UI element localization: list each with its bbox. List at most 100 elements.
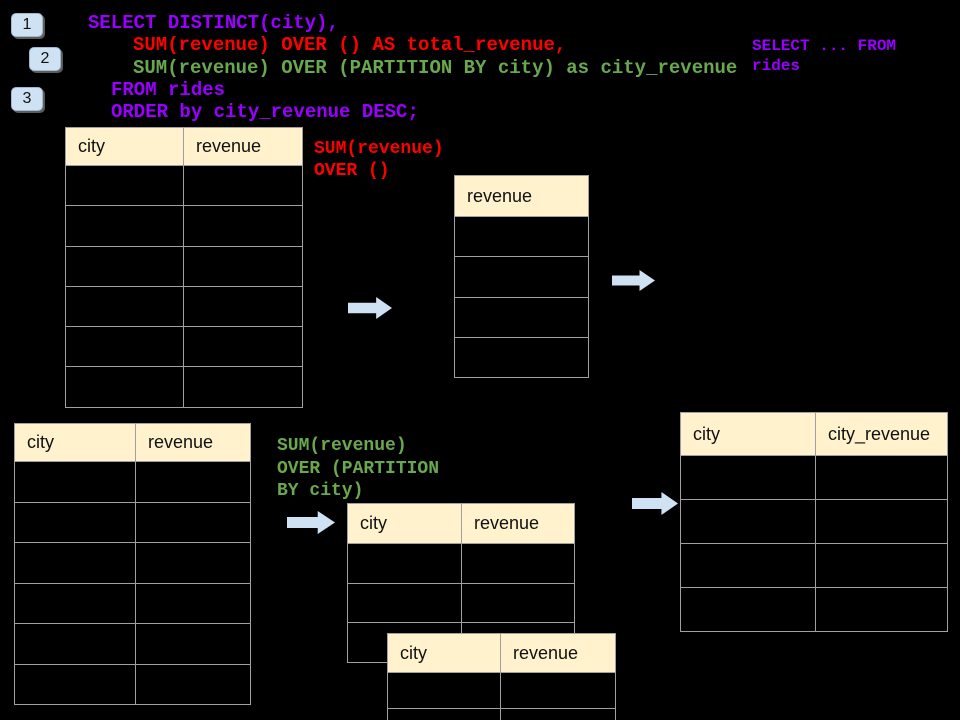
empty-data-cell	[135, 582, 251, 624]
table-body-row	[347, 582, 575, 624]
table-header-row: revenue	[454, 175, 589, 217]
step-badge: 3	[11, 87, 43, 111]
empty-data-cell	[135, 663, 251, 705]
table-header-cell: revenue	[454, 175, 589, 217]
flow-arrow-4-right-arrow-icon	[632, 492, 678, 515]
city-revenue-result-table: city city_revenue	[680, 412, 948, 632]
table-body-row	[65, 165, 303, 207]
table-body-row	[680, 499, 948, 544]
sql-code-line: FROM rides	[111, 78, 226, 101]
empty-data-cell	[454, 216, 589, 258]
total-revenue-input-table: revenue	[454, 175, 589, 379]
column-header-label: city	[693, 423, 720, 444]
column-header-label: city	[360, 513, 387, 533]
empty-data-cell	[183, 326, 303, 368]
empty-data-cell	[14, 663, 136, 705]
column-header-label: city	[78, 136, 105, 156]
table-body-row	[14, 582, 251, 624]
table-body-row	[14, 461, 251, 503]
source-table-top: city revenue	[65, 127, 303, 408]
table-body-row	[14, 623, 251, 665]
column-header-label: city_revenue	[828, 423, 931, 444]
step-badge-number: 3	[22, 90, 32, 107]
table-body-row	[65, 205, 303, 247]
table-body-row	[387, 672, 616, 709]
table-body-row	[65, 245, 303, 287]
empty-data-cell	[680, 455, 816, 500]
table-header-row: city revenue	[347, 503, 575, 544]
table-body-row	[680, 543, 948, 588]
table-header-cell: city	[14, 423, 136, 462]
table-body-row	[454, 336, 589, 379]
empty-data-cell	[183, 165, 303, 207]
empty-data-cell	[14, 582, 136, 624]
empty-data-cell	[454, 336, 589, 379]
table-body-row	[14, 542, 251, 584]
step-badge: 2	[29, 47, 61, 71]
table-header-cell: city	[387, 633, 501, 673]
table-body-row	[14, 501, 251, 543]
table-header-row: city city_revenue	[680, 412, 948, 456]
column-header-label: city	[400, 642, 427, 663]
empty-data-cell	[14, 542, 136, 584]
empty-data-cell	[815, 499, 948, 544]
empty-data-cell	[815, 543, 948, 588]
table-header-row: city revenue	[387, 633, 616, 673]
empty-data-cell	[14, 501, 136, 543]
window-function-label-line: SUM(revenue)	[314, 139, 444, 159]
empty-data-cell	[183, 366, 303, 408]
window-function-label-line: SUM(revenue)	[277, 436, 407, 456]
column-header-label: revenue	[513, 642, 579, 663]
empty-data-cell	[135, 623, 251, 665]
table-header-cell: city	[680, 412, 816, 456]
source-table-bottom: city revenue	[14, 423, 251, 705]
table-header-cell: revenue	[135, 423, 251, 462]
table-body-row	[454, 256, 589, 298]
empty-data-cell	[65, 326, 184, 368]
partition-table-front: city revenue	[387, 633, 616, 720]
empty-data-cell	[680, 499, 816, 544]
column-header-label: revenue	[148, 432, 214, 452]
empty-data-cell	[65, 366, 184, 408]
table-header-cell: revenue	[461, 503, 575, 544]
sql-code-line: SUM(revenue) OVER () AS total_revenue,	[133, 34, 567, 57]
side-note-line: rides	[752, 56, 801, 75]
table-body-row	[454, 216, 589, 258]
sql-code-line: ORDER by city_revenue DESC;	[111, 101, 419, 124]
table-body-row	[347, 543, 575, 584]
empty-data-cell	[500, 708, 616, 720]
table-header-cell: revenue	[183, 127, 303, 166]
empty-data-cell	[680, 587, 816, 632]
table-body-row	[65, 326, 303, 368]
table-body-row	[454, 296, 589, 338]
table-header-row: city revenue	[65, 127, 303, 166]
sql-code-line: SELECT DISTINCT(city),	[88, 12, 339, 34]
table-header-row: city revenue	[14, 423, 251, 462]
empty-data-cell	[454, 256, 589, 298]
empty-data-cell	[347, 543, 462, 584]
table-body-row	[387, 708, 616, 720]
empty-data-cell	[65, 165, 184, 207]
empty-data-cell	[461, 582, 575, 624]
table-header-cell: city_revenue	[815, 412, 948, 456]
empty-data-cell	[183, 285, 303, 328]
empty-data-cell	[461, 543, 575, 584]
empty-data-cell	[500, 672, 616, 709]
window-function-label-line: OVER ()	[314, 161, 390, 181]
empty-data-cell	[387, 708, 501, 720]
empty-data-cell	[135, 461, 251, 503]
table-header-cell: city	[347, 503, 462, 544]
table-body-row	[65, 285, 303, 328]
empty-data-cell	[347, 582, 462, 624]
sql-code-line: SUM(revenue) OVER (PARTITION BY city) as…	[133, 56, 738, 79]
flow-arrow-1-right-arrow-icon	[348, 297, 392, 319]
table-body-row	[14, 663, 251, 705]
empty-data-cell	[815, 587, 948, 632]
column-header-label: revenue	[196, 136, 262, 156]
empty-data-cell	[135, 501, 251, 543]
side-note-line: SELECT ... FROM	[752, 37, 897, 55]
empty-data-cell	[387, 672, 501, 709]
step-badge-number: 2	[40, 50, 50, 67]
step-badge-number: 1	[22, 16, 32, 33]
empty-data-cell	[14, 461, 136, 503]
